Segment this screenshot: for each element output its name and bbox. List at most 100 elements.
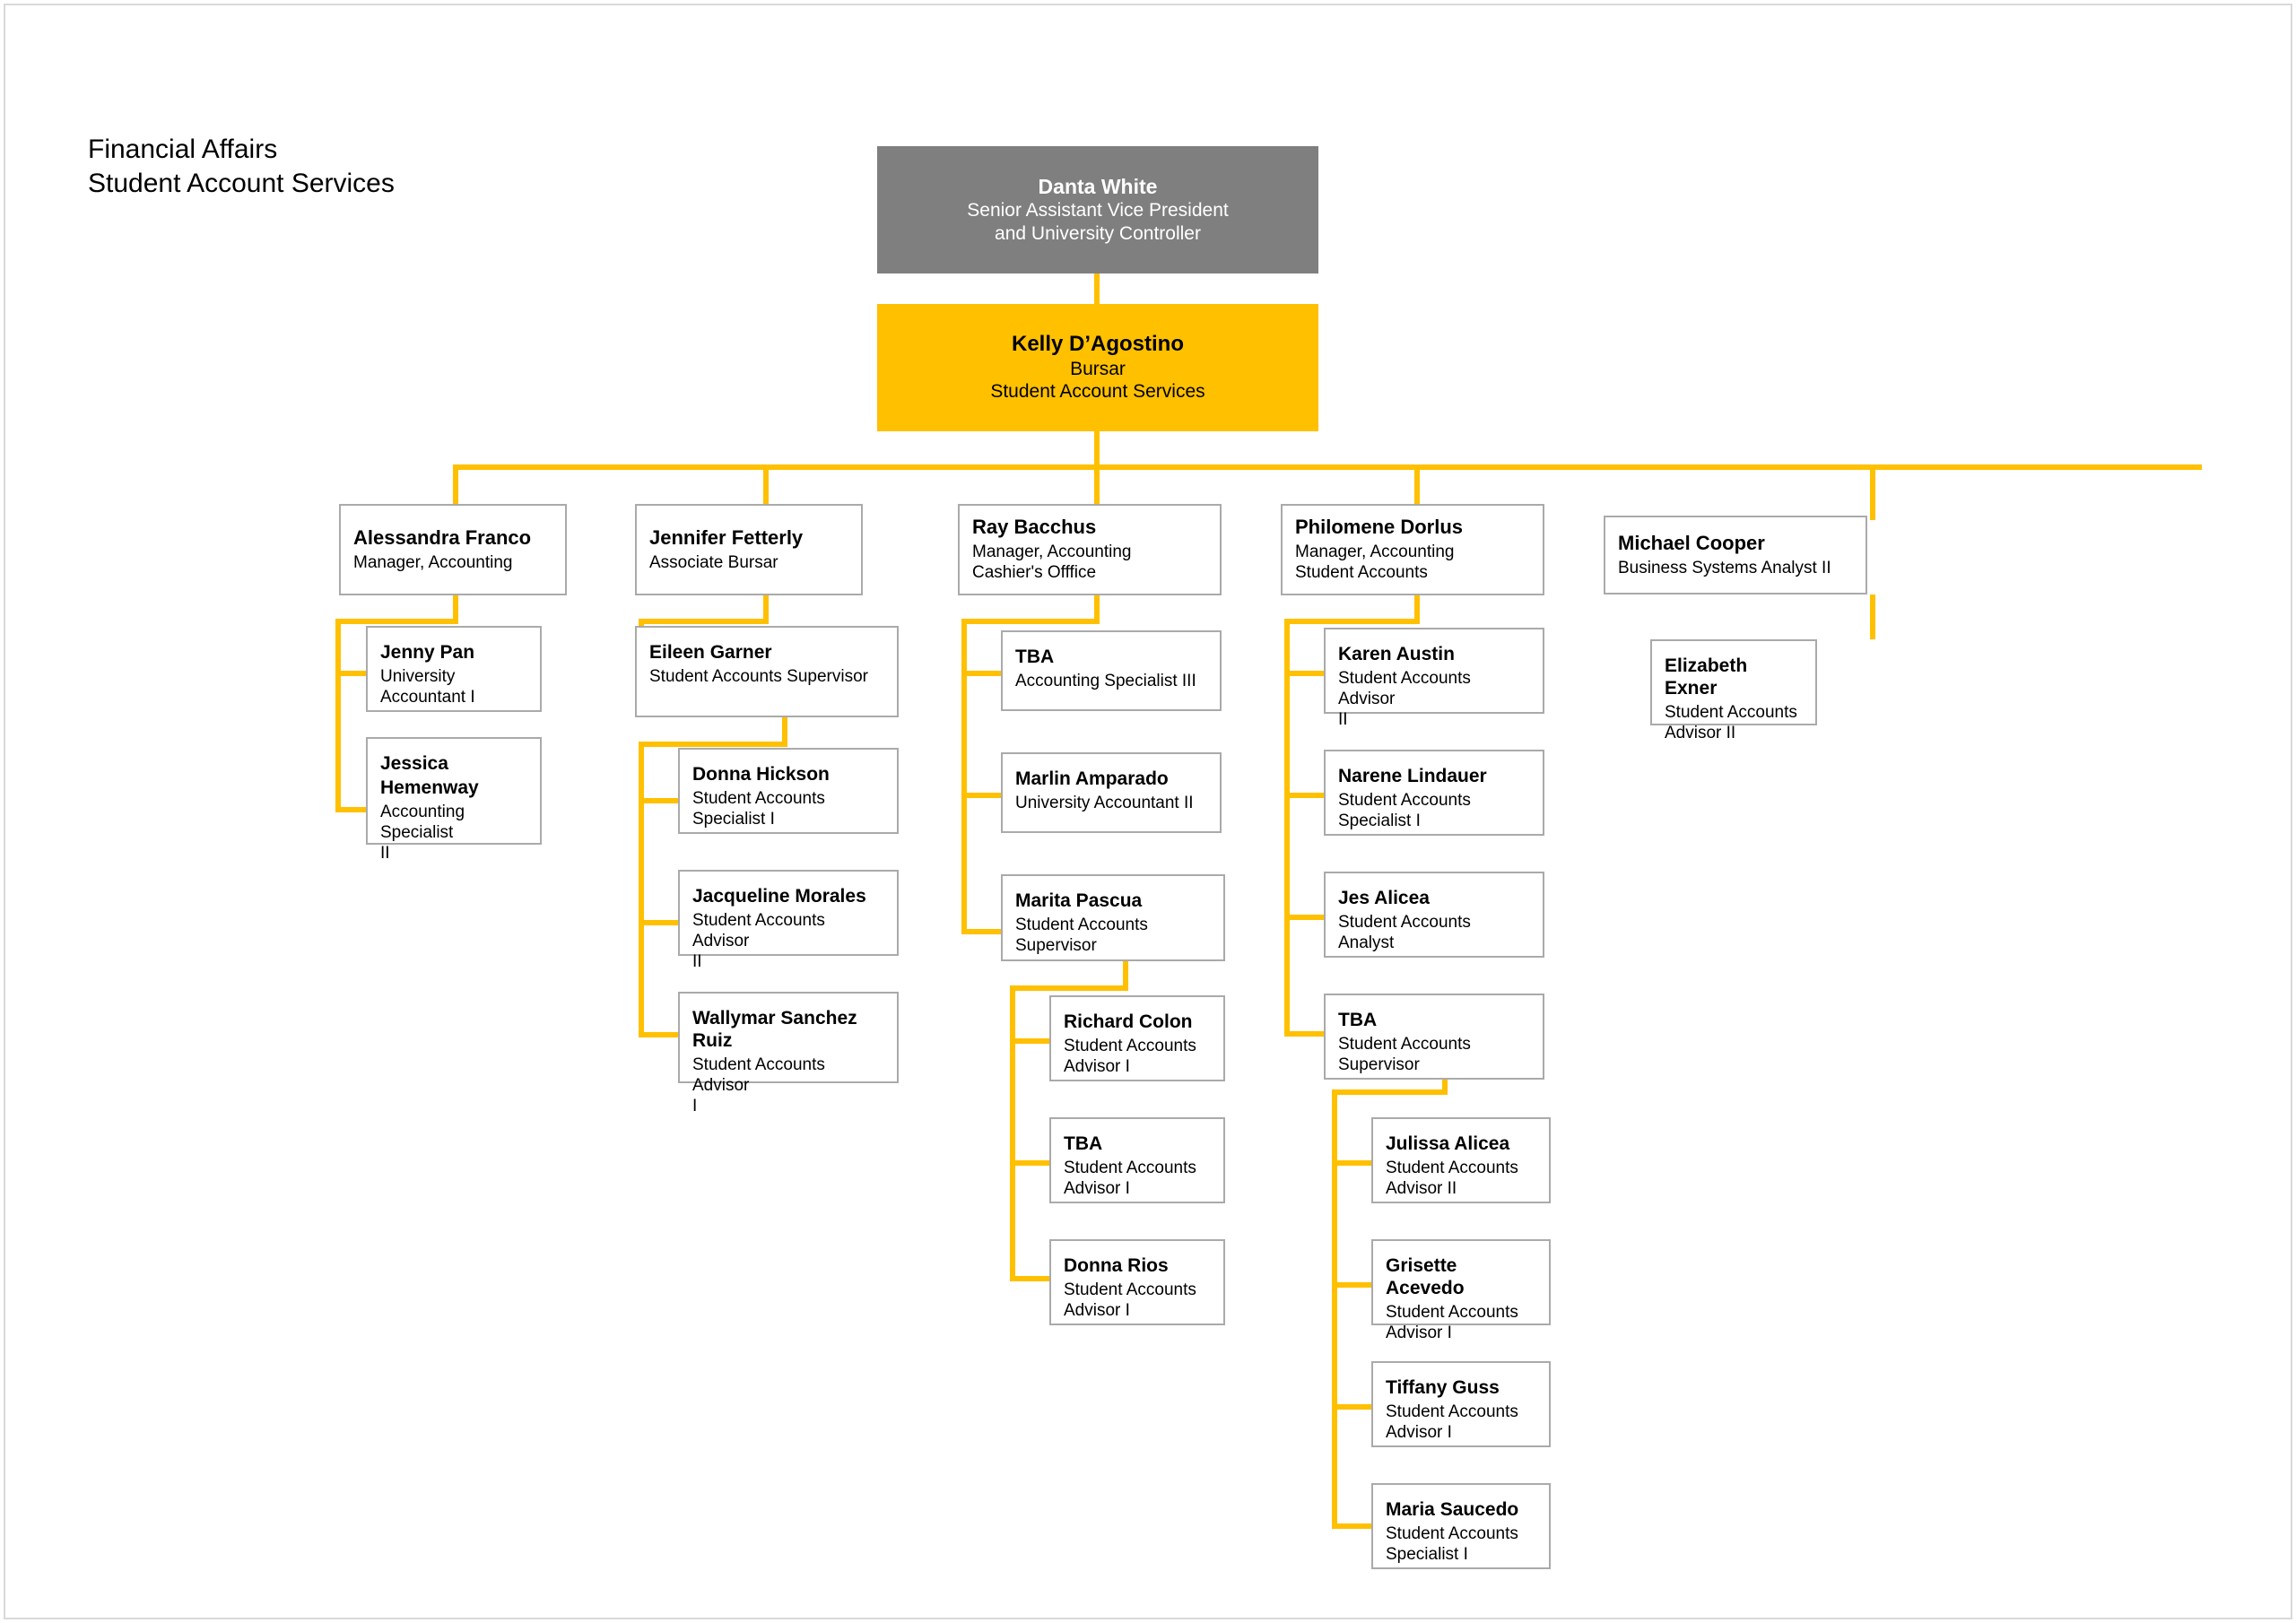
connector-bacchus-to-tba [961,671,1001,676]
node-name: Marlin Amparado [1015,768,1169,789]
node-jessica-hemenway[interactable]: Jessica Hemenway Accounting Specialist I… [366,737,542,863]
node-name-line-2: Hemenway [380,777,479,798]
connector-bacchus-turn [961,619,1100,624]
node-name: Jacqueline Morales [692,886,866,907]
node-name: Donna Hickson [692,764,830,785]
node-title-line-1: Business Systems Analyst II [1618,558,1831,577]
connector-franco-turn [335,619,458,624]
node-tba-advisor-i-cashier[interactable]: TBA Student Accounts Advisor I [1049,1117,1225,1203]
node-title-line-1: Student Accounts [1064,1158,1196,1177]
node-name: Kelly D’Agostino [1011,332,1184,357]
connector-dorlus-to-lindauer [1284,793,1324,798]
node-title-line-2: Supervisor [1338,1055,1420,1074]
node-jenny-pan[interactable]: Jenny Pan University Accountant I [366,626,542,712]
connector-drop-fetterly [763,464,769,520]
node-name: TBA [1015,647,1055,667]
node-jacqueline-morales[interactable]: Jacqueline Morales Student Accounts Advi… [678,870,899,971]
node-title-line-2: and University Controller [995,222,1201,244]
node-title-line-2: Accountant I [380,687,475,707]
connector-dorlus-to-jes [1284,915,1324,920]
node-title-line-1: Student Accounts [1386,1302,1518,1322]
node-title-line-2: Advisor I [1064,1300,1130,1320]
node-title-line-2: Advisor I [1064,1178,1130,1198]
connector-dorlus-to-tbasup [1284,1031,1324,1037]
node-name: Donna Rios [1064,1255,1169,1276]
node-marita-pascua[interactable]: Marita Pascua Student Accounts Superviso… [1001,874,1225,961]
node-title-line-2: Analyst [1338,933,1395,952]
node-title-line-1: Student Accounts [1386,1402,1518,1421]
connector-dorlus-exit [1414,595,1420,624]
node-title-line-1: Student Accounts Supervisor [649,666,868,686]
node-title-line-2: II [1338,710,1348,730]
node-name: Maria Saucedo [1386,1499,1519,1520]
node-name: Eileen Garner [649,642,772,663]
node-wallymar-sanchez-ruiz[interactable]: Wallymar Sanchez Ruiz Student Accounts A… [678,992,899,1115]
node-title-line-1: Student Accounts [1386,1523,1518,1543]
connector-pascua-exit [1123,961,1128,991]
node-jennifer-fetterly[interactable]: Jennifer Fetterly Associate Bursar [635,504,863,595]
node-julissa-alicea[interactable]: Julissa Alicea Student Accounts Advisor … [1371,1117,1551,1203]
node-title-line-2: Advisor II [1386,1178,1457,1198]
node-richard-colon[interactable]: Richard Colon Student Accounts Advisor I [1049,995,1225,1081]
node-name: Julissa Alicea [1386,1133,1510,1154]
node-title-line-2: Specialist I [1386,1544,1468,1564]
node-ray-bacchus[interactable]: Ray Bacchus Manager, Accounting Cashier'… [958,504,1222,595]
node-maria-saucedo[interactable]: Maria Saucedo Student Accounts Specialis… [1371,1483,1551,1569]
node-kelly-dagostino[interactable]: Kelly D’Agostino Bursar Student Account … [877,304,1318,431]
node-narene-lindauer[interactable]: Narene Lindauer Student Accounts Special… [1324,750,1544,836]
node-name: Michael Cooper [1618,531,1765,554]
connector-fetterly-turn [639,619,769,624]
node-tiffany-guss[interactable]: Tiffany Guss Student Accounts Advisor I [1371,1361,1551,1447]
node-title-line-2: Student Account Services [990,381,1205,403]
node-title-line-1: Student Accounts [1338,1034,1471,1054]
connector-fetterly-exit [763,595,769,624]
node-danta-white[interactable]: Danta White Senior Assistant Vice Presid… [877,146,1318,273]
node-tba-accounting-specialist-iii[interactable]: TBA Accounting Specialist III [1001,630,1222,711]
node-title-line-2: II [380,843,390,863]
node-title-line-2: II [692,952,702,972]
node-name: Ray Bacchus [972,516,1097,539]
connector-manager-bus [453,464,2202,470]
node-alessandra-franco[interactable]: Alessandra Franco Manager, Accounting [339,504,567,595]
node-jes-alicea[interactable]: Jes Alicea Student Accounts Analyst [1324,872,1544,958]
node-name: Richard Colon [1064,1011,1193,1032]
node-donna-rios[interactable]: Donna Rios Student Accounts Advisor I [1049,1239,1225,1325]
title-line-1: Financial Affairs [88,135,278,164]
node-michael-cooper[interactable]: Michael Cooper Business Systems Analyst … [1604,516,1867,595]
connector-bacchus-exit [1094,595,1100,624]
node-grisette-acevedo[interactable]: Grisette Acevedo Student Accounts Adviso… [1371,1239,1551,1342]
node-name: Wallymar Sanchez Ruiz [692,1008,857,1051]
connector-garner-turn [639,742,787,747]
connector-drop-bacchus [1094,464,1100,520]
node-title-line-1: Student Accounts [1015,915,1148,934]
connector-pascua-spine [1010,985,1015,1281]
connector-dorlus-to-austin [1284,671,1324,676]
connector-garner-to-hickson [639,798,678,803]
node-marlin-amparado[interactable]: Marlin Amparado University Accountant II [1001,752,1222,833]
node-title-line-1: Senior Assistant Vice President [967,199,1229,221]
node-name: Marita Pascua [1015,890,1143,911]
node-name: Narene Lindauer [1338,766,1487,786]
connector-drop-cooper [1870,464,1875,520]
connector-tbasup-to-acevedo [1332,1282,1371,1288]
connector-drop-dorlus [1414,464,1420,520]
node-title-line-1: Accounting Specialist III [1015,671,1196,690]
node-title-line-1: Manager, Accounting [972,542,1132,562]
node-donna-hickson[interactable]: Donna Hickson Student Accounts Specialis… [678,748,899,834]
connector-bacchus-spine [961,619,967,934]
node-tba-student-accounts-supervisor[interactable]: TBA Student Accounts Supervisor [1324,994,1544,1080]
node-karen-austin[interactable]: Karen Austin Student Accounts Advisor II [1324,628,1544,729]
connector-bacchus-to-pascua [961,929,1001,934]
node-eileen-garner[interactable]: Eileen Garner Student Accounts Superviso… [635,626,899,717]
connector-pascua-to-rios [1010,1276,1049,1281]
connector-franco-to-hemenway [335,807,368,812]
connector-franco-to-pan [335,671,368,676]
node-philomene-dorlus[interactable]: Philomene Dorlus Manager, Accounting Stu… [1281,504,1544,595]
connector-garner-to-morales [639,920,678,925]
node-elizabeth-exner[interactable]: Elizabeth Exner Student Accounts Advisor… [1650,639,1817,742]
node-title-line-1: Student Accounts Advisor [1338,668,1471,708]
connector-franco-exit [453,595,458,624]
connector-bacchus-to-amparado [961,793,1001,798]
connector-tbasup-exit [1442,1065,1448,1095]
